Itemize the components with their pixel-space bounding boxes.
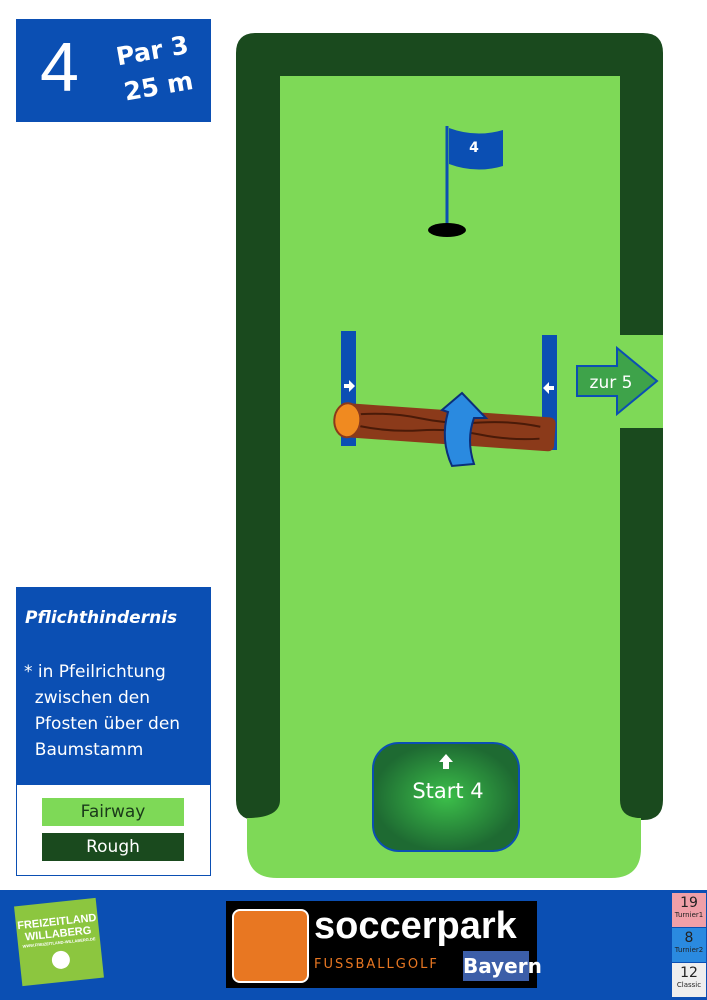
post-arrow-right-icon xyxy=(344,380,355,392)
hole-header: 4 Par 3 25 m xyxy=(16,19,211,122)
legend: Fairway Rough xyxy=(16,785,211,876)
score-value: 19 xyxy=(680,895,698,911)
hole-map: 4 zur 5 Start 4 xyxy=(236,33,663,878)
score-value: 8 xyxy=(684,930,694,946)
soccer-player-icon xyxy=(232,909,309,983)
score-label: Turnier2 xyxy=(674,946,704,954)
post-arrow-left-icon xyxy=(543,382,554,394)
flag-number: 4 xyxy=(469,140,479,156)
bayern-text: Bayern xyxy=(463,951,542,981)
fairway-area xyxy=(247,76,663,878)
soccerpark-logo: soccerpark FUSSBALLGOLF Bayern xyxy=(226,901,542,988)
score-value: 12 xyxy=(680,965,698,981)
info-title: Pflichthindernis xyxy=(25,608,178,628)
direction-arrow-icon xyxy=(440,391,489,468)
flag-icon xyxy=(449,128,503,170)
soccerpark-text: soccerpark xyxy=(314,905,517,947)
score-label: Turnier1 xyxy=(674,911,704,919)
start-arrow-icon xyxy=(439,754,453,769)
start-area xyxy=(372,742,520,852)
exit-arrow xyxy=(576,345,659,417)
info-description: * in Pfeilrichtung zwischen den Pfosten … xyxy=(24,662,181,760)
exit-label: zur 5 xyxy=(590,373,633,393)
fussballgolf-text: FUSSBALLGOLF xyxy=(314,957,439,972)
soccer-ball-icon xyxy=(50,950,71,970)
obstacle-info: Pflichthindernis * in Pfeilrichtung zwis… xyxy=(16,587,211,785)
legend-rough: Rough xyxy=(42,833,184,861)
willaberg-logo: FREIZEITLAND WILLABERG WWW.FREIZEITLAND-… xyxy=(14,897,104,987)
legend-fairway: Fairway xyxy=(42,798,184,826)
hole-number: 4 xyxy=(40,28,79,106)
score-label: Classic xyxy=(676,981,702,989)
hole-cup xyxy=(428,223,466,237)
footer: FREIZEITLAND WILLABERG WWW.FREIZEITLAND-… xyxy=(0,890,707,1000)
start-label: Start 4 xyxy=(412,779,483,803)
